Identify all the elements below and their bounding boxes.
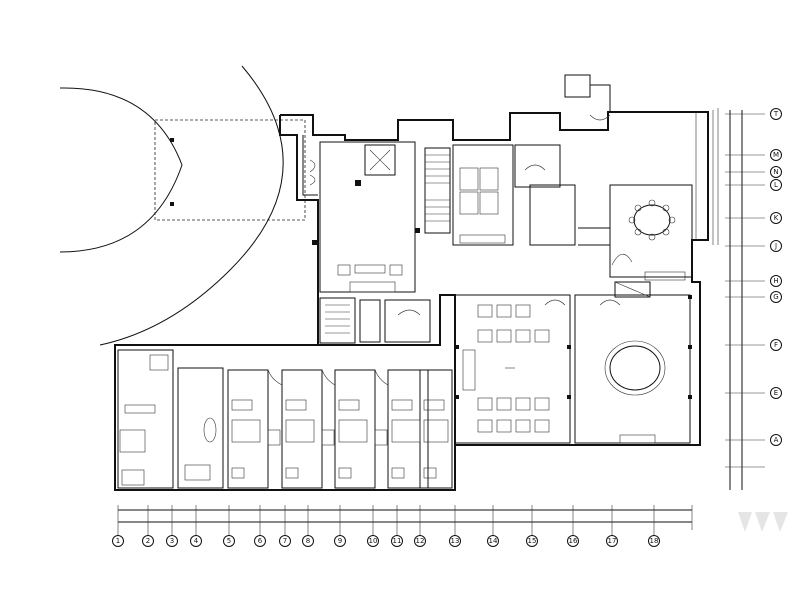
axis-label: 15: [528, 537, 537, 545]
axis-bubble-K: K: [770, 212, 782, 224]
right-dimension-chain: [725, 110, 765, 490]
axis-bubble-3: 3: [166, 530, 178, 547]
axis-bubble-8: 8: [302, 530, 314, 547]
axis-label: 5: [227, 537, 231, 545]
axis-bubble-14: 14: [487, 530, 499, 547]
axis-label: H: [773, 277, 778, 285]
axis-bubble-E: E: [770, 387, 782, 399]
axis-label: F: [774, 341, 778, 349]
watermark-logo: [738, 512, 788, 532]
right-axis-bubbles: T M NL K J HG F E A: [770, 108, 782, 446]
axis-bubble-13: 13: [449, 530, 461, 547]
axis-label: 3: [170, 537, 174, 545]
axis-bubble-9: 9: [334, 530, 346, 547]
lower-stair: [319, 297, 431, 344]
axis-bubble-18: 18: [648, 530, 660, 547]
axis-label: 1: [116, 537, 120, 545]
axis-label: 10: [369, 537, 378, 545]
axis-bubble-10: 10: [367, 530, 379, 547]
axis-bubble-16: 16: [567, 530, 579, 547]
axis-label: 11: [393, 537, 402, 545]
axis-bubble-F: F: [770, 339, 782, 351]
axis-label: 8: [306, 537, 310, 545]
axis-label: M: [773, 151, 779, 159]
axis-label: 12: [416, 537, 425, 545]
axis-label: 7: [283, 537, 287, 545]
axis-bubble-1: 1: [112, 530, 124, 547]
axis-label: A: [774, 436, 779, 444]
upper-right-rooms: [514, 114, 693, 281]
axis-bubble-12: 12: [414, 530, 426, 547]
guest-room-wing: [117, 349, 453, 489]
banquet-room: [544, 281, 692, 444]
axis-label: K: [774, 214, 779, 222]
axis-bubble-H: H: [770, 275, 782, 287]
axis-bubble-11: 11: [391, 530, 403, 547]
axis-bubble-6: 6: [254, 530, 266, 547]
sports-court: [59, 65, 306, 346]
axis-bubble-L: L: [770, 179, 782, 191]
axis-label: J: [774, 242, 777, 250]
axis-label: 13: [451, 537, 460, 545]
axis-label: 18: [650, 537, 659, 545]
axis-bubble-A: A: [770, 434, 782, 446]
axis-label: 14: [489, 537, 498, 545]
axis-label: G: [773, 293, 778, 301]
axis-label: E: [774, 389, 778, 397]
meeting-room: [454, 294, 571, 444]
axis-bubble-2: 2: [142, 530, 154, 547]
axis-bubble-T: T: [770, 108, 782, 120]
axis-label: N: [773, 168, 778, 176]
lobby-area: [312, 141, 420, 293]
axis-bubble-15: 15: [526, 530, 538, 547]
axis-label: 17: [608, 537, 617, 545]
axis-bubble-J: J: [770, 240, 782, 252]
axis-bubble-4: 4: [190, 530, 202, 547]
axis-bubble-N: N: [770, 166, 782, 178]
axis-bubble-M: M: [770, 149, 782, 161]
axis-label: 4: [194, 537, 199, 545]
axis-label: 2: [146, 537, 150, 545]
axis-label: 6: [258, 537, 263, 545]
axis-bubble-17: 17: [606, 530, 618, 547]
bottom-dimension-chain: [117, 505, 693, 530]
axis-bubble-G: G: [770, 291, 782, 303]
axis-label: L: [774, 181, 778, 189]
service-core: [302, 135, 514, 246]
axis-label: 9: [338, 537, 342, 545]
axis-label: 16: [569, 537, 578, 545]
axis-bubble-5: 5: [223, 530, 235, 547]
axis-label: T: [773, 110, 779, 118]
axis-bubble-7: 7: [279, 530, 291, 547]
